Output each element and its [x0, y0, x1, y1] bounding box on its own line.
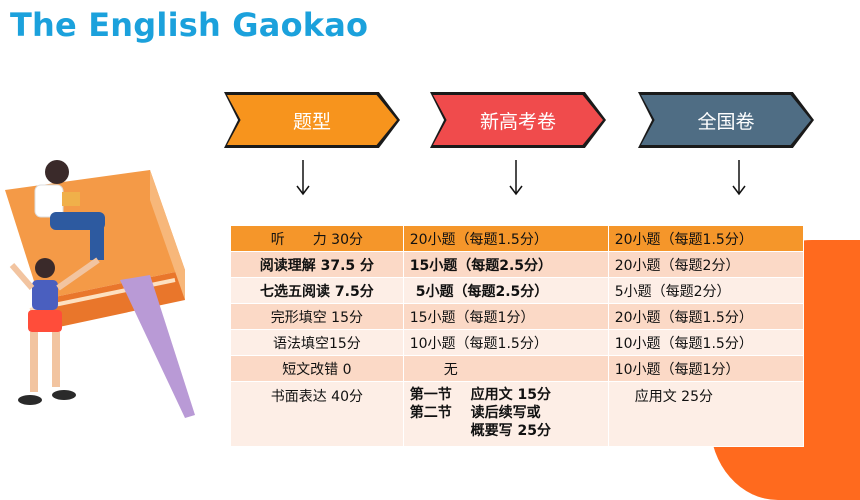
- table-row: 七选五阅读 7.5分 5小题（每题2.5分） 5小题（每题2分）: [230, 277, 805, 304]
- type-cell: 听 力 30分: [230, 225, 404, 252]
- students-on-books-illustration: [5, 160, 195, 418]
- type-cell: 完形填空 15分: [230, 303, 404, 330]
- national-exam-cell: 20小题（每题1.5分）: [607, 303, 805, 330]
- new-exam-cell: 15小题（每题2.5分）: [402, 251, 609, 278]
- new-exam-line: 概要写 25分: [409, 423, 551, 439]
- down-arrow-icon: [732, 160, 746, 196]
- type-cell: 语法填空15分: [230, 329, 404, 356]
- national-exam-header: 全国卷: [641, 95, 811, 145]
- comparison-table: 听 力 30分 20小题（每题1.5分） 20小题（每题1.5分） 阅读理解 3…: [230, 225, 805, 447]
- table-row: 完形填空 15分 15小题（每题1分） 20小题（每题1.5分）: [230, 303, 805, 330]
- type-cell: 短文改错 0: [230, 355, 404, 382]
- table-row: 听 力 30分 20小题（每题1.5分） 20小题（每题1.5分）: [230, 225, 805, 252]
- new-exam-line: 第一节 应用文 15分: [409, 387, 551, 403]
- down-arrow-icon: [296, 160, 310, 196]
- table-row: 书面表达 40分 第一节 应用文 15分 第二节 读后续写或 概要写 25分 应…: [230, 381, 805, 447]
- page-title: The English Gaokao: [10, 6, 369, 44]
- new-exam-cell: 15小题（每题1分）: [402, 303, 609, 330]
- national-exam-cell: 5小题（每题2分）: [607, 277, 805, 304]
- type-cell: 七选五阅读 7.5分: [230, 277, 404, 304]
- national-exam-cell: 10小题（每题1分）: [607, 355, 805, 382]
- national-exam-cell: 10小题（每题1.5分）: [607, 329, 805, 356]
- new-exam-cell: 10小题（每题1.5分）: [402, 329, 609, 356]
- table-row: 短文改错 0 无 10小题（每题1分）: [230, 355, 805, 382]
- new-exam-cell: 5小题（每题2.5分）: [402, 277, 609, 304]
- new-exam-header: 新高考卷: [433, 95, 603, 145]
- new-exam-cell: 无: [402, 355, 609, 382]
- type-cell: 书面表达 40分: [230, 381, 404, 447]
- type-header: 题型: [227, 95, 397, 145]
- national-exam-cell: 20小题（每题2分）: [607, 251, 805, 278]
- type-header-label: 题型: [292, 110, 331, 133]
- down-arrow-icon: [509, 160, 523, 196]
- new-exam-cell: 20小题（每题1.5分）: [402, 225, 609, 252]
- national-exam-cell: 20小题（每题1.5分）: [607, 225, 805, 252]
- national-exam-header-label: 全国卷: [697, 110, 755, 133]
- type-cell: 阅读理解 37.5 分: [230, 251, 404, 278]
- new-exam-line: 第二节 读后续写或: [409, 405, 541, 421]
- table-row: 语法填空15分 10小题（每题1.5分） 10小题（每题1.5分）: [230, 329, 805, 356]
- new-exam-cell: 第一节 应用文 15分 第二节 读后续写或 概要写 25分: [402, 381, 609, 447]
- new-exam-header-label: 新高考卷: [479, 110, 556, 133]
- national-exam-cell: 应用文 25分: [607, 381, 805, 447]
- table-row: 阅读理解 37.5 分 15小题（每题2.5分） 20小题（每题2分）: [230, 251, 805, 278]
